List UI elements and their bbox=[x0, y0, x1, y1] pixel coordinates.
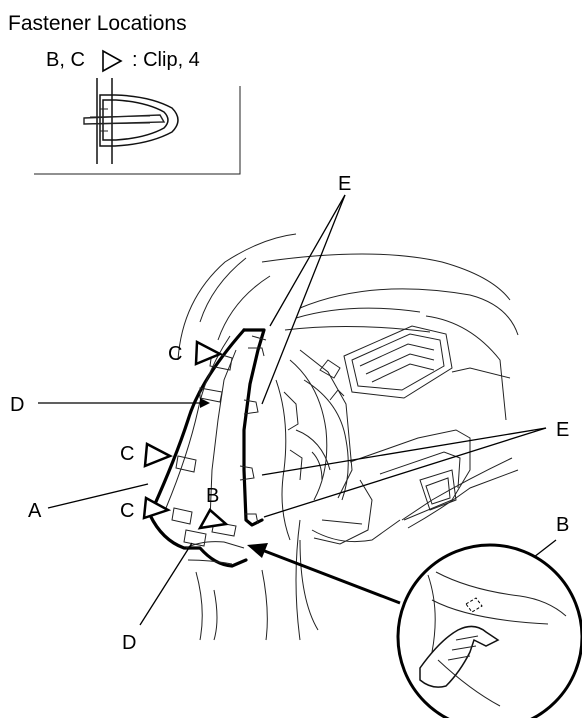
hand-icon bbox=[419, 625, 500, 688]
legend-title: Fastener Locations bbox=[8, 12, 187, 35]
open-triangle-clip-marker-icon bbox=[143, 442, 173, 468]
callout-d-left: D bbox=[10, 394, 24, 416]
callout-e-top: E bbox=[338, 173, 351, 195]
dashboard-outline bbox=[177, 233, 519, 641]
arrowhead bbox=[200, 398, 210, 408]
detail-circle bbox=[396, 543, 582, 723]
legend-clip-desc: : Clip, 4 bbox=[132, 49, 200, 71]
callout-c-upper: C bbox=[168, 343, 182, 365]
open-triangle-clip-marker-icon bbox=[197, 508, 229, 530]
legend-box: Fastener Locations B, C : Clip, 4 bbox=[8, 12, 241, 175]
trim-panel bbox=[148, 328, 267, 568]
callout-b-panel: B bbox=[206, 485, 219, 507]
callout-c-lower: C bbox=[120, 500, 134, 522]
clip-markers bbox=[142, 339, 229, 530]
open-triangle-clip-marker-icon bbox=[102, 49, 123, 73]
callout-labels: E C D E C B A C B D bbox=[10, 173, 569, 654]
clip-cross-section-icon bbox=[83, 78, 179, 164]
detail-arrow bbox=[247, 543, 401, 605]
callout-d-bottom: D bbox=[122, 632, 136, 654]
callout-e-right: E bbox=[556, 419, 569, 441]
callout-b-detail: B bbox=[556, 514, 569, 536]
legend-clip-letters: B, C bbox=[46, 49, 85, 71]
open-triangle-clip-marker-icon bbox=[142, 496, 172, 520]
callout-a: A bbox=[28, 500, 42, 522]
callout-c-middle: C bbox=[120, 443, 134, 465]
open-triangle-clip-marker-icon bbox=[194, 339, 223, 366]
